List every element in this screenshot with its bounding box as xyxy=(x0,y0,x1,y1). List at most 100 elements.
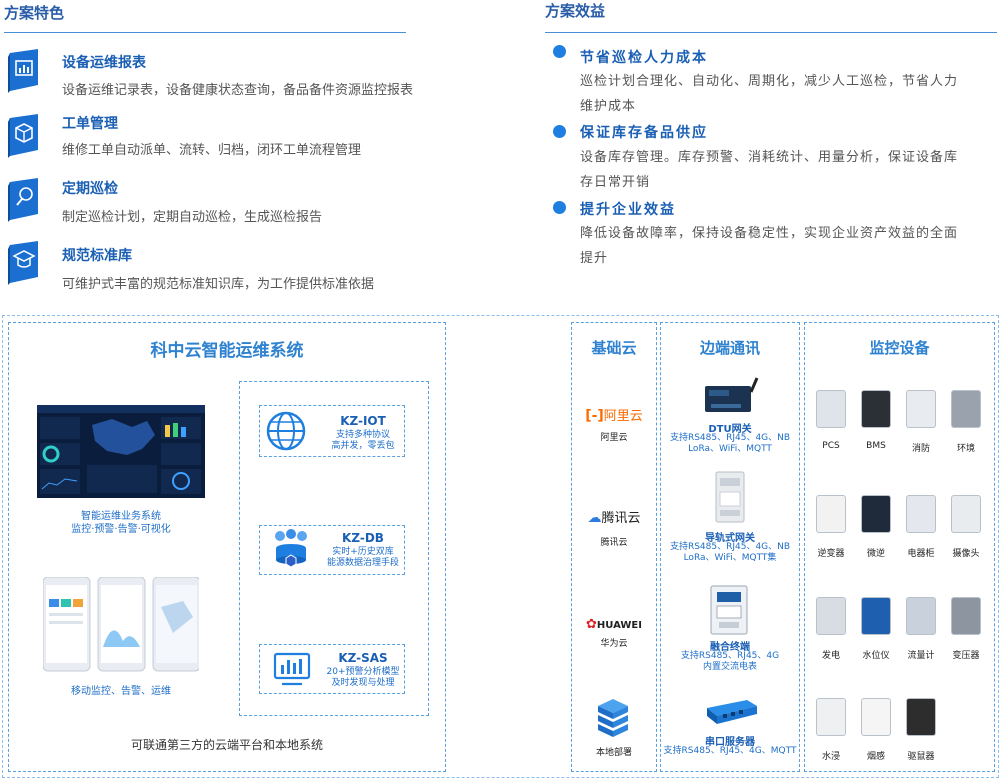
database-icon xyxy=(271,528,311,576)
globe-icon xyxy=(265,410,307,456)
edge-panel xyxy=(660,322,800,772)
fusion-terminal-image xyxy=(709,584,749,640)
device-label: 水浸 xyxy=(821,752,840,762)
device-image xyxy=(816,390,846,428)
device-image xyxy=(906,495,936,533)
rail-gateway-image xyxy=(712,470,748,528)
module-line1-iot: 支持多种协议 xyxy=(335,430,390,440)
module-kz-db xyxy=(259,525,405,575)
benefit-desc-1: 巡检计划合理化、自动化、周期化，减少人工巡检，节省人力维护成本 xyxy=(580,74,959,114)
tencent-logo: ☁腾讯云 xyxy=(587,510,641,526)
module-line2-sas: 及时发现与处理 xyxy=(331,678,395,688)
benefit-desc-3: 降低设备故障率，保持设备稳定性，实现企业资产效益的全面提升 xyxy=(580,226,959,266)
device-image xyxy=(816,698,846,736)
cloud-title: 基础云 xyxy=(591,339,637,357)
device-label: 驱鼠器 xyxy=(907,752,935,762)
device-label: 发电 xyxy=(821,651,840,661)
device-label: 水位仪 xyxy=(862,651,890,661)
graduation-cap-icon xyxy=(8,239,42,293)
device-label: 微逆 xyxy=(866,549,885,559)
right-section-divider xyxy=(545,32,997,33)
device-image xyxy=(951,390,981,428)
dashboard-screenshot xyxy=(37,405,205,498)
device-label: 变压器 xyxy=(952,651,980,661)
diagram-frame xyxy=(2,315,999,778)
monitor-title: 监控设备 xyxy=(869,339,930,357)
benefit-title-2: 保证库存备品供应 xyxy=(580,125,708,141)
edge-line2-fusion: 内置交流电表 xyxy=(702,662,757,672)
magnifier-icon xyxy=(8,176,42,230)
device-label: 逆变器 xyxy=(817,549,845,559)
feature-report-icon xyxy=(8,47,42,101)
bullet-dot-icon xyxy=(553,201,566,214)
device-image xyxy=(861,495,891,533)
feature-desc-standards: 可维护式丰富的规范标准知识库，为工作提供标准依据 xyxy=(62,277,375,292)
feature-title-workorder: 工单管理 xyxy=(62,116,118,132)
system-panel xyxy=(8,322,446,772)
benefit-desc-2: 设备库存管理。库存预警、消耗统计、用量分析，保证设备库存日常开销 xyxy=(580,150,959,190)
modules-panel xyxy=(239,381,429,716)
benefit-title-1: 节省巡检人力成本 xyxy=(580,50,708,66)
device-image xyxy=(816,597,846,635)
aliyun-logo-text: 阿里云 xyxy=(603,409,643,424)
device-image xyxy=(816,495,846,533)
device-image xyxy=(861,698,891,736)
monitor-panel xyxy=(804,322,995,772)
edge-name-dtu: DTU网关 xyxy=(708,424,752,435)
feature-title-standards: 规范标准库 xyxy=(62,248,132,264)
device-image xyxy=(906,390,936,428)
device-label: 消防 xyxy=(911,444,930,454)
left-section-title: 方案特色 xyxy=(4,4,65,22)
device-label: 电器柜 xyxy=(907,549,935,559)
module-line2-iot: 高并发，零丢包 xyxy=(331,441,395,451)
feature-desc-inspection: 制定巡检计划，定期自动巡检，生成巡检报告 xyxy=(62,210,323,225)
module-line1-db: 实时+历史双库 xyxy=(332,547,394,557)
dtu-gateway-image xyxy=(703,376,759,420)
module-name-iot: KZ-IOT xyxy=(340,414,386,428)
tencent-logo-text: 腾讯云 xyxy=(601,511,641,526)
device-label: 摄像头 xyxy=(952,549,980,559)
system-title: 科中云智能运维系统 xyxy=(150,341,304,361)
module-line1-sas: 20+预警分析模型 xyxy=(326,667,400,677)
right-section-title: 方案效益 xyxy=(545,2,606,20)
device-image xyxy=(951,495,981,533)
edge-line2-dtu: LoRa、WiFi、MQTT xyxy=(688,444,772,454)
edge-line1-dtu: 支持RS485、RJ45、4G、NB xyxy=(669,433,791,443)
dashboard-caption-2: 监控·预警·告警·可视化 xyxy=(71,524,171,535)
module-name-db: KZ-DB xyxy=(342,531,384,545)
server-stack-icon xyxy=(594,697,632,741)
mobile-screenshots xyxy=(42,576,201,676)
edge-line1-fusion: 支持RS485、RJ45、4G xyxy=(680,651,780,661)
mobile-caption: 移动监控、告警、运维 xyxy=(71,686,171,697)
module-kz-sas xyxy=(259,644,405,694)
cube-icon xyxy=(8,112,42,166)
feature-title-report: 设备运维报表 xyxy=(62,55,146,71)
bullet-dot-icon xyxy=(553,125,566,138)
huawei-logo: ✿HUAWEI xyxy=(586,617,642,632)
edge-title: 边端通讯 xyxy=(699,339,760,357)
device-image xyxy=(861,390,891,428)
edge-name-serial: 串口服务器 xyxy=(705,737,755,748)
device-image xyxy=(906,597,936,635)
cloud-label-tencent: 腾讯云 xyxy=(600,538,628,548)
edge-line1-rail: 支持RS485、RJ45、4G、NB xyxy=(669,542,791,552)
edge-line2-rail: LoRa、WiFi、MQTT集 xyxy=(683,553,777,563)
device-label: 流量计 xyxy=(907,651,935,661)
edge-name-fusion: 融合终端 xyxy=(710,642,750,653)
device-image xyxy=(861,597,891,635)
cloud-label-local: 本地部署 xyxy=(595,748,632,758)
huawei-logo-text: HUAWEI xyxy=(596,620,642,631)
device-image xyxy=(951,597,981,635)
edge-name-rail: 导轨式网关 xyxy=(705,533,755,544)
device-label: 环境 xyxy=(956,444,975,454)
device-label: 烟感 xyxy=(866,752,885,762)
feature-title-inspection: 定期巡检 xyxy=(62,181,118,197)
serial-server-image xyxy=(703,696,759,732)
cloud-panel xyxy=(571,322,657,772)
bullet-dot-icon xyxy=(553,45,566,58)
edge-line1-serial: 支持RS485、RJ45、4G、MQTT xyxy=(663,746,797,756)
module-line2-db: 能源数据治理手段 xyxy=(326,558,399,568)
module-kz-iot xyxy=(259,405,405,457)
analytics-icon xyxy=(272,649,312,693)
dashboard-caption-1: 智能运维业务系统 xyxy=(81,511,161,522)
